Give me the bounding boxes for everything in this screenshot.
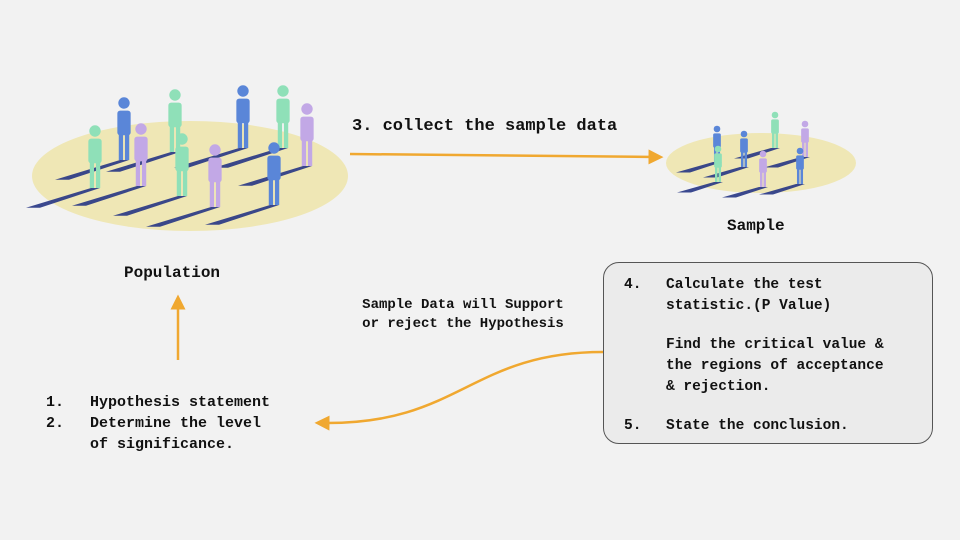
figure-shadow xyxy=(677,182,723,193)
item-text-continued: statistic.(P Value) xyxy=(666,298,832,314)
item-text: State the conclusion. xyxy=(666,418,849,434)
list-item: 5. State the conclusion. xyxy=(624,416,932,437)
item-number: 4. xyxy=(624,277,642,293)
sample-crowd xyxy=(666,111,856,198)
person-figures-icon xyxy=(26,85,314,227)
item-text-continued: of significance. xyxy=(90,436,235,453)
figure-shadow xyxy=(146,207,220,227)
list-item: 4. Calculate the test xyxy=(624,275,932,296)
figure-shadow xyxy=(676,162,722,173)
figure-shadow xyxy=(759,184,805,195)
person-figures-icon xyxy=(676,111,810,198)
item-text: Hypothesis statement xyxy=(90,394,271,411)
population-label: Population xyxy=(124,264,221,282)
steps-box: 4. Calculate the test statistic.(P Value… xyxy=(603,262,933,444)
sample-label: Sample xyxy=(727,217,785,235)
figure-shadow xyxy=(26,188,100,208)
list-item: 2. Determine the level xyxy=(46,413,270,434)
critical-text: the regions of acceptance xyxy=(666,358,884,374)
critical-text: Find the critical value & xyxy=(666,337,884,353)
support-curve-arrow xyxy=(314,350,604,431)
hypothesis-list: 1. Hypothesis statement 2. Determine the… xyxy=(46,392,270,455)
item-text: Determine the level xyxy=(90,415,262,432)
figure-shadow xyxy=(214,148,288,168)
figure-shadow xyxy=(205,205,279,225)
collect-arrow xyxy=(349,149,664,165)
list-item: 1. Hypothesis statement xyxy=(46,392,270,413)
item-number: 1. xyxy=(46,394,65,411)
item-number: 2. xyxy=(46,415,65,432)
population-crowd xyxy=(26,85,348,231)
figure-shadow xyxy=(703,167,749,178)
collect-label: 3. collect the sample data xyxy=(352,117,618,136)
critical-text: & rejection. xyxy=(666,379,771,395)
support-label: Sample Data will Support or reject the H… xyxy=(362,297,564,332)
figure-shadow xyxy=(113,196,187,216)
figure-shadow xyxy=(722,187,768,198)
figure-shadow xyxy=(72,186,146,206)
item-number: 5. xyxy=(624,418,642,434)
item-text: Calculate the test xyxy=(666,277,823,293)
